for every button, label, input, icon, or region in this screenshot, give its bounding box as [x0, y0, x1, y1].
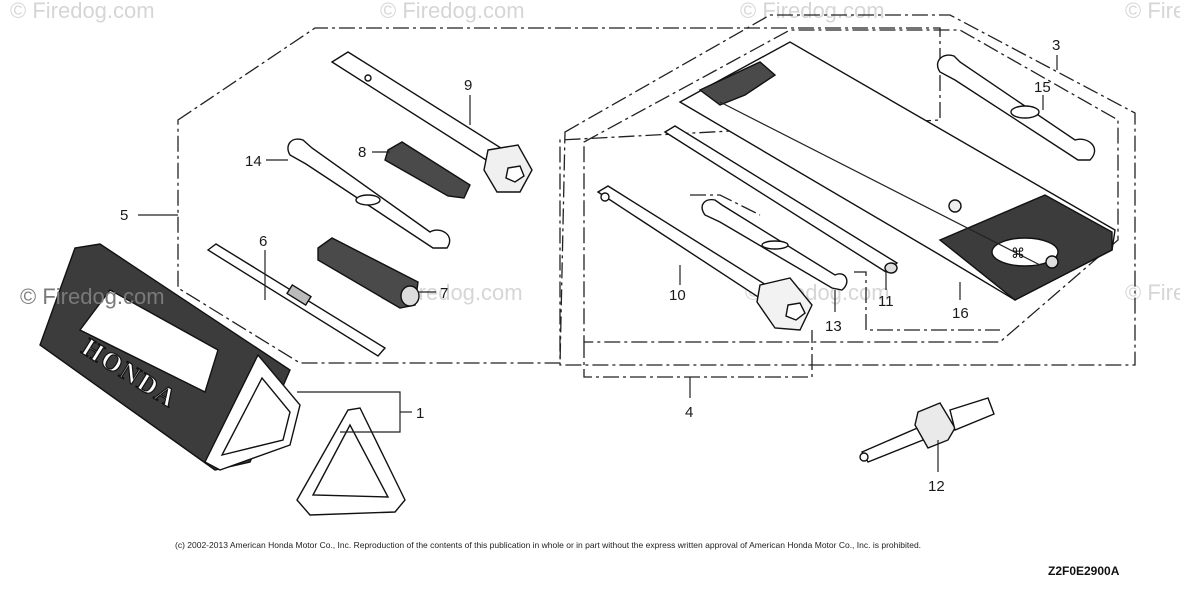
open-wrench-14-logo	[355, 194, 381, 206]
callout-labels: 1 3 4 5 6 7 8 9 10 11 12 13 14 15 16	[120, 37, 1060, 495]
tool-case-end-cap-inner	[220, 376, 291, 457]
watermark-over-case: © Firedog.com	[20, 284, 165, 309]
tommy-bar-end	[884, 262, 898, 274]
spark-plug-thread	[949, 397, 995, 431]
open-wrench-15-logo	[1010, 105, 1040, 119]
copyright-notice: (c) 2002-2013 American Honda Motor Co., …	[175, 540, 921, 550]
callout-7: 7	[440, 285, 448, 302]
callout-9: 9	[464, 77, 472, 94]
box-wrench-9-hole	[364, 74, 372, 82]
leader-lines	[138, 55, 1058, 472]
tool-case-1: HONDA	[39, 243, 406, 516]
open-wrench-15	[936, 54, 1096, 161]
outline-group-11	[854, 271, 1000, 331]
tool-pouch-flap	[698, 61, 777, 106]
open-wrench-14-body	[287, 138, 451, 249]
outline-group-16	[583, 29, 1119, 343]
open-wrench-13-logo	[761, 240, 789, 250]
callout-1: 1	[416, 405, 424, 422]
screwdriver-6-collar	[286, 283, 312, 307]
callout-4: 4	[685, 404, 693, 421]
pouch-logo-wing-icon: ⌘	[1011, 245, 1025, 261]
open-wrench-14	[287, 138, 451, 249]
screwdriver-handle-7	[317, 237, 420, 309]
watermark-top-right: © Firedog.com	[740, 0, 885, 23]
tool-case-window	[78, 289, 219, 393]
spark-plug-12	[859, 397, 995, 463]
watermark-top-left: © Firedog.com	[10, 0, 155, 23]
watermark-top-center: © Firedog.com	[380, 0, 525, 23]
tommy-bar-11	[663, 125, 899, 274]
pouch-fold-line	[719, 101, 1041, 266]
tommy-bar-body	[663, 125, 899, 273]
watermark-top-far-right: © Firedog.com	[1125, 0, 1180, 23]
callout-6: 6	[259, 233, 267, 250]
callout-5: 5	[120, 207, 128, 224]
pouch-rivet	[948, 199, 962, 213]
callout-11: 11	[878, 293, 894, 310]
screwdriver-grip-8-body	[384, 141, 471, 199]
diagram-code: Z2F0E2900A	[1048, 564, 1120, 578]
box-wrench-9-hex	[505, 165, 525, 183]
box-wrench-10-hole	[600, 192, 610, 202]
outline-group-3	[559, 14, 1136, 366]
screwdriver-grip-8	[384, 141, 471, 199]
watermark-mid-far-right: © Firedog.com	[1125, 280, 1180, 305]
callout-15: 15	[1034, 79, 1051, 96]
tool-pouch: ⌘	[678, 41, 1116, 301]
box-wrench-10-hex	[785, 302, 806, 321]
screwdriver-6	[206, 243, 387, 357]
outline-group-4	[583, 330, 813, 378]
group-outlines	[177, 14, 1136, 378]
box-wrench-10	[596, 185, 813, 331]
spark-plug-hex	[914, 402, 956, 449]
callout-8: 8	[358, 144, 366, 161]
box-wrench-9	[330, 51, 533, 193]
tool-case-lid-inner	[311, 423, 390, 498]
callout-16: 16	[952, 305, 969, 322]
pouch-snap-button	[1045, 255, 1059, 269]
callout-10: 10	[669, 287, 686, 304]
callout-14: 14	[245, 153, 262, 170]
callout-13: 13	[825, 318, 842, 335]
pouch-logo-badge	[991, 237, 1059, 267]
open-wrench-13	[701, 198, 848, 291]
outline-group-13	[690, 194, 761, 216]
outline-group-5	[177, 27, 941, 364]
spark-plug-tip	[859, 452, 869, 462]
callout-12: 12	[928, 478, 945, 495]
callout-3: 3	[1052, 37, 1060, 54]
screwdriver-handle-7-end	[400, 285, 420, 307]
